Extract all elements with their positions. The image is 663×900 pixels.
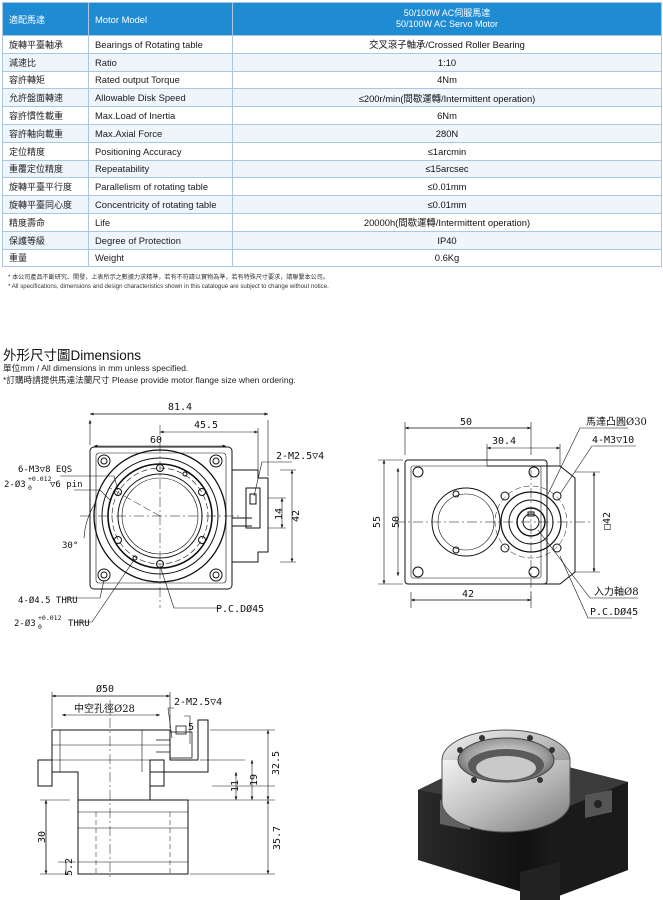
dimensions-title-en: Dimensions [70,348,142,363]
spec-cell-value: ≤15arcsec [232,159,662,179]
label-thru-holes: 4-Ø4.5 THRU [18,595,78,606]
dim-60: 60 [150,435,162,446]
dim-rear-50: 50 [460,417,472,428]
dim-45-5: 45.5 [194,420,218,431]
label-pin-tol: +0.012 [28,475,52,483]
spec-cell-zh: 容許軸向載重 [2,123,89,143]
front-view-drawing [60,414,296,623]
dim-32-5: 32.5 [271,751,282,775]
label-bore: 中空孔徑Ø28 [74,702,135,715]
note-en: * All specifications, dimensions and des… [8,283,329,290]
label-pin-tol-low: 0 [28,484,32,492]
dim-30: 30 [37,831,48,843]
dim-sq-42: □42 [602,512,613,530]
spec-cell-zh: 旋轉平臺同心度 [2,195,89,214]
label-rear-m3: 4-M3▽10 [592,435,634,446]
label-m2-5: 2-M2.5▽4 [276,451,324,462]
spec-cell-zh: 減速比 [2,52,89,72]
dim-55: 55 [372,516,383,528]
rear-view-labels: 50 30.4 55 50 42 □42 馬達凸圓Ø30 4-M3▽10 入力軸… [372,416,647,618]
dim-19: 19 [249,774,260,786]
dimensions-title: 外形尺寸圖Dimensions [3,344,141,364]
label-pcd-front: P.C.DØ45 [216,603,264,615]
label-pcd-rear: P.C.DØ45 [590,606,638,618]
dim-11: 11 [230,780,241,792]
label-pin-thru-tol: +0.012 [38,614,62,622]
spec-table: 適配馬達 Motor Model 50/100W AC伺服馬達 50/100W … [2,2,662,268]
rear-view-drawing [378,422,638,619]
dim-14: 14 [274,508,285,520]
side-view-drawing [37,692,275,880]
label-pin: 2-Ø3 [4,479,26,490]
spec-cell-en: Degree of Protection [88,230,233,250]
header-col-motor: 50/100W AC伺服馬達 50/100W AC Servo Motor [232,2,662,36]
note-zh: * 本公司產品不斷研究、開發，上表所示之數據力求精準，若有不符請以實物為準，若有… [8,274,329,281]
label-m3-holes: 6-M3▽8 EQS [18,465,72,475]
label-motor-boss: 馬達凸圓Ø30 [586,416,647,428]
dim-30-4: 30.4 [492,436,516,447]
spec-cell-value: 0.6Kg [232,248,662,268]
header-motor-en: 50/100W AC Servo Motor [395,19,499,29]
spec-cell-value: ≤200r/min(間歇運轉/Intermittent operation) [232,88,662,108]
spec-cell-zh: 允許盤面轉速 [2,88,89,108]
spec-cell-en: Allowable Disk Speed [88,88,233,108]
dim-rear-50v: 50 [391,516,402,528]
dim-rear-42: 42 [462,589,474,600]
label-side-m2-5: 2-M2.5▽4 [174,697,222,708]
spec-cell-value: 280N [232,123,662,143]
header-col-zh: 適配馬達 [2,2,89,36]
dim-42: 42 [291,510,302,522]
spec-cell-en: Weight [88,248,233,268]
spec-header-row: 適配馬達 Motor Model 50/100W AC伺服馬達 50/100W … [2,2,662,36]
label-input-shaft: 入力軸Ø8 [594,585,639,598]
label-pin-depth: ▽6 pin [50,480,83,490]
dim-5-2: 5.2 [64,858,75,876]
dimensions-title-zh: 外形尺寸圖 [3,348,71,364]
label-pin-thru: 2-Ø3 [14,618,36,629]
dim-5: 5 [188,722,194,733]
dim-35-7: 35.7 [272,826,283,850]
unit-note: 單位mm / All dimensions in mm unless speci… [3,363,189,373]
label-angle-30: 30° [62,541,78,551]
front-view-labels: 81.4 45.5 60 2-M2.5▽4 6-M3▽8 EQS 2-Ø3 +0… [4,402,324,631]
order-note: *訂購時請提供馬達法蘭尺寸 Please provide motor flang… [3,375,296,385]
dim-81-4: 81.4 [168,402,192,413]
dim-phi-50: Ø50 [96,683,114,695]
side-view-labels: Ø50 中空孔徑Ø28 2-M2.5▽4 5 32.5 19 11 30 5.2… [37,683,283,876]
header-motor-zh: 50/100W AC伺服馬達 [403,8,491,18]
label-pin-thru-suffix: THRU [68,619,90,629]
product-photo [418,729,628,900]
label-pin-thru-tol-low: 0 [38,623,42,631]
